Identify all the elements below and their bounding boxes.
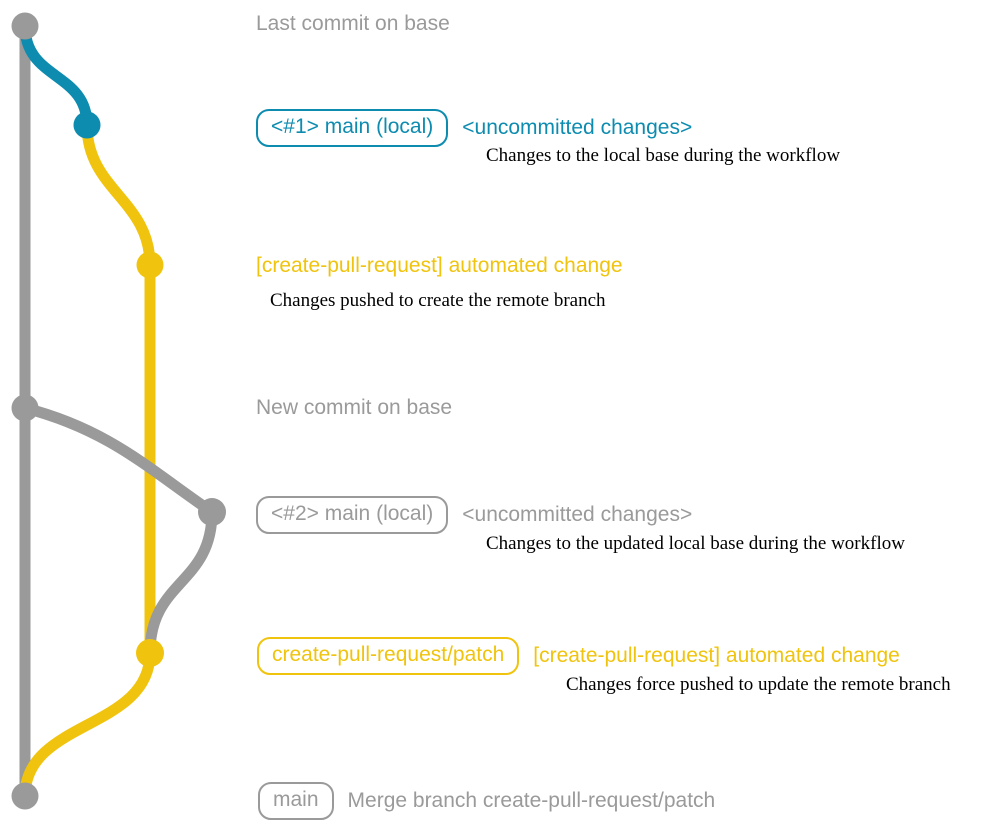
commit-subject-uncommitted-changes-2: <uncommitted changes> <box>462 502 693 526</box>
branch-badge-cpr-patch-label: create-pull-request/patch <box>272 643 505 666</box>
commit-node-base-new-commit[interactable] <box>11 394 39 422</box>
commit-node-local-main-2[interactable] <box>198 498 226 526</box>
commit-node-cpr-automated-1[interactable] <box>136 251 164 279</box>
yellow-branch-merge-line <box>19 647 156 802</box>
commit-subject-last-commit-on-base: Last commit on base <box>256 12 450 35</box>
commit-row-cpr-automated-2: create-pull-request/patch [create-pull-r… <box>257 637 900 675</box>
gray-branch-to-local-main-2-line <box>19 402 218 518</box>
commit-description-local-base: Changes to the local base during the wor… <box>486 145 841 166</box>
commit-node-local-main-1[interactable] <box>73 111 101 139</box>
commit-row-cpr-automated-1: [create-pull-request] automated change <box>256 254 623 278</box>
commit-subject-merge-branch: Merge branch create-pull-request/patch <box>347 788 716 812</box>
commit-row-merge-main: main Merge branch create-pull-request/pa… <box>258 782 715 820</box>
commit-node-merge-main[interactable] <box>11 782 39 810</box>
commit-row-last-commit-on-base: Last commit on base <box>256 12 450 36</box>
commit-description-updated-local-base: Changes to the updated local base during… <box>486 533 905 554</box>
gray-branch-to-cpr-2-line <box>144 506 218 659</box>
yellow-branch-upper-line <box>81 119 156 659</box>
branch-badge-main[interactable]: main <box>258 782 334 820</box>
branch-badge-main-label: main <box>273 788 319 811</box>
commit-row-local-main-2: <#2> main (local) <uncommitted changes> <box>256 496 692 534</box>
branch-badge-main-local-2[interactable]: <#2> main (local) <box>256 496 449 534</box>
commit-subject-new-commit-on-base: New commit on base <box>256 396 453 419</box>
commit-node-cpr-automated-2[interactable] <box>136 639 164 667</box>
commit-row-new-commit-on-base: New commit on base <box>256 396 452 420</box>
branch-badge-cpr-patch[interactable]: create-pull-request/patch <box>257 637 520 675</box>
blue-branch-line <box>19 20 93 131</box>
commit-subject-automated-change-2: [create-pull-request] automated change <box>533 643 900 667</box>
branch-badge-main-local-1[interactable]: <#1> main (local) <box>256 109 449 147</box>
commit-row-local-main-1: <#1> main (local) <uncommitted changes> <box>256 109 692 147</box>
branch-badge-main-local-1-label: <#1> main (local) <box>271 115 434 138</box>
commit-subject-automated-change-1: [create-pull-request] automated change <box>256 254 623 277</box>
commit-description-pushed-create: Changes pushed to create the remote bran… <box>270 290 606 311</box>
branch-badge-main-local-2-label: <#2> main (local) <box>271 502 434 525</box>
commit-subject-uncommitted-changes-1: <uncommitted changes> <box>462 115 693 139</box>
commit-description-force-pushed: Changes force pushed to update the remot… <box>566 674 951 695</box>
commit-node-base-last-commit[interactable] <box>11 12 39 40</box>
